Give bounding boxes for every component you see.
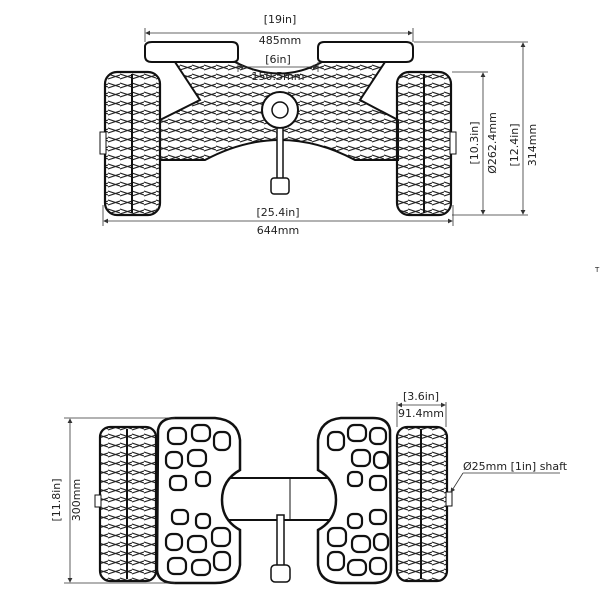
left-wheel	[99, 70, 162, 217]
left-pad	[144, 41, 239, 63]
hub-bolt	[271, 101, 289, 119]
dimension-pad-width: [19in] 485mm	[144, 13, 414, 47]
bottom-view: [11.8in] 300mm [3.6in] 91.4mm Ø25mm [1in…	[50, 390, 568, 585]
left-wheel-bottom	[94, 425, 158, 583]
dim-label-mm: 485mm	[259, 34, 301, 47]
dim-label-mm: Ø262.4mm	[486, 112, 499, 174]
dim-label-in: [10.3in]	[468, 121, 481, 164]
dim-label-mm: 91.4mm	[398, 407, 444, 420]
dim-label-mm: 150.5mm	[252, 70, 305, 83]
dim-label-mm: 644mm	[257, 224, 299, 237]
dimension-wheel-diameter: [10.3in] Ø262.4mm	[452, 71, 499, 216]
kickstand-bottom	[270, 514, 291, 583]
dim-label-in: [25.4in]	[256, 206, 299, 219]
dimension-overall-width: [25.4in] 644mm	[102, 205, 454, 237]
top-view: [19in] 485mm [6in] 150.5mm [25.4in] 644m…	[99, 13, 539, 237]
dim-label-mm: 300mm	[70, 479, 83, 521]
right-wheel	[395, 70, 457, 217]
dim-label-mm: 314mm	[526, 124, 539, 166]
shaft-callout-label: Ø25mm [1in] shaft	[463, 460, 568, 473]
dim-label-in: [11.8in]	[50, 478, 63, 521]
right-pad-bottom	[316, 416, 393, 585]
left-pad-bottom	[155, 416, 242, 585]
dimension-overall-height: [12.4in] 314mm	[414, 41, 539, 216]
side-marker: T	[594, 266, 600, 274]
dim-label-in: [12.4in]	[508, 123, 521, 166]
dim-label-in: [3.6in]	[403, 390, 439, 403]
dim-label-in: [19in]	[264, 13, 297, 26]
kickstand	[270, 127, 290, 195]
shaft-callout: Ø25mm [1in] shaft	[450, 460, 568, 493]
dim-label-in: [6in]	[265, 53, 291, 66]
dimension-overall-depth: [11.8in] 300mm	[50, 417, 175, 584]
dimension-wheel-width: [3.6in] 91.4mm	[396, 390, 447, 427]
right-pad	[317, 41, 414, 63]
dimension-pad-gap: [6in] 150.5mm	[237, 53, 319, 83]
right-wheel-bottom	[395, 425, 453, 583]
